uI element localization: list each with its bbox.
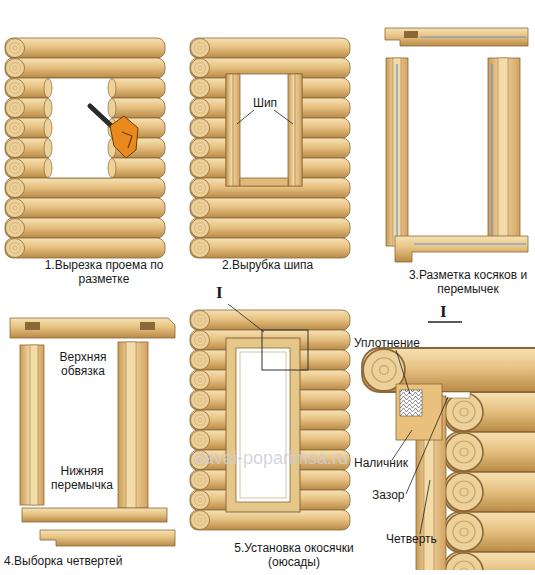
window-opening <box>226 74 302 186</box>
part-label: Нижняя перемычка <box>46 464 118 492</box>
part-label: Четверть <box>386 532 466 546</box>
jamb <box>20 345 44 505</box>
log <box>5 58 165 78</box>
marking-line <box>420 36 526 37</box>
log-wall <box>190 38 350 258</box>
casing-board <box>396 384 442 440</box>
window-sash <box>240 352 286 498</box>
log-cut <box>44 99 52 118</box>
log-wall <box>190 304 350 530</box>
leader-line <box>274 110 293 124</box>
rail-notch <box>25 322 40 330</box>
log-wall <box>5 38 165 258</box>
part-label: Верхняя обвязка <box>52 350 114 378</box>
log <box>444 512 535 552</box>
log <box>5 218 165 238</box>
marking-line <box>491 64 492 244</box>
seal <box>400 390 422 416</box>
section-underline <box>428 321 462 323</box>
jamb-groove <box>498 58 508 250</box>
detail-box <box>262 330 308 370</box>
log <box>190 310 350 330</box>
step-caption: 3.Разметка косяков и перемычек <box>404 268 532 296</box>
detail-leaders <box>392 322 462 534</box>
log-cut <box>108 99 116 118</box>
log <box>5 238 165 258</box>
step-caption: 2.Вырубка шипа <box>222 258 352 272</box>
log <box>5 38 165 58</box>
cut-parts <box>10 318 175 546</box>
log <box>444 552 535 570</box>
part-label: Шип <box>248 96 282 110</box>
section-marker: I <box>440 303 456 321</box>
log <box>362 348 535 392</box>
part-label: Зазор <box>372 488 432 502</box>
quarter-cut <box>30 345 38 505</box>
tenon-edge <box>233 74 234 186</box>
log-cut <box>44 139 52 158</box>
leader-line <box>392 430 412 460</box>
lower-lintel <box>22 508 167 522</box>
rail-notch <box>140 322 155 330</box>
tenon-edge <box>295 74 296 186</box>
top-beam <box>385 28 528 46</box>
step-caption: 4.Выборка четвертей <box>4 554 179 568</box>
log <box>444 472 535 512</box>
section-marker: I <box>216 284 232 302</box>
jamb <box>118 342 148 508</box>
marked-parts <box>385 28 528 262</box>
part-label: Наличник <box>354 456 434 470</box>
jamb-groove <box>393 58 401 246</box>
step-caption: 1.Вырезка проема по разметке <box>40 258 168 286</box>
jamb <box>386 58 408 246</box>
log <box>5 178 165 198</box>
log <box>190 198 350 218</box>
window-glass <box>236 348 290 502</box>
log <box>5 198 165 218</box>
part-label: Уплотнение <box>354 336 444 350</box>
window-frame <box>226 338 300 512</box>
lower-lintel <box>40 530 175 546</box>
top-rail <box>10 318 175 338</box>
saw-body <box>110 116 138 158</box>
chainsaw <box>90 106 138 158</box>
marking-line <box>414 243 526 244</box>
log <box>190 238 350 258</box>
tenon <box>288 74 302 186</box>
saw-handle <box>122 132 132 148</box>
log <box>190 218 350 238</box>
log <box>190 38 350 58</box>
quarter-cut <box>126 342 136 508</box>
marking-line <box>396 64 397 240</box>
beam-slot <box>404 31 418 38</box>
leader-line <box>420 480 430 534</box>
sill-ledge <box>240 178 288 186</box>
log-cut <box>44 79 52 98</box>
leader-line <box>396 350 410 394</box>
log-cut <box>108 159 116 178</box>
watermark: davai-poparimsa.ru <box>194 448 364 468</box>
log-cut <box>44 119 52 138</box>
log <box>190 510 350 530</box>
log <box>190 178 350 198</box>
tenon <box>226 74 240 186</box>
window-opening <box>48 78 112 178</box>
leader-line <box>406 397 448 494</box>
leader-line <box>237 110 254 124</box>
bottom-beam <box>395 236 528 262</box>
log-cut <box>44 159 52 178</box>
log <box>444 432 535 472</box>
jamb <box>488 58 520 250</box>
log-cut <box>108 79 116 98</box>
step-caption: 5.Установка окосячки (оюсады) <box>224 541 364 569</box>
leader-line <box>228 304 264 332</box>
